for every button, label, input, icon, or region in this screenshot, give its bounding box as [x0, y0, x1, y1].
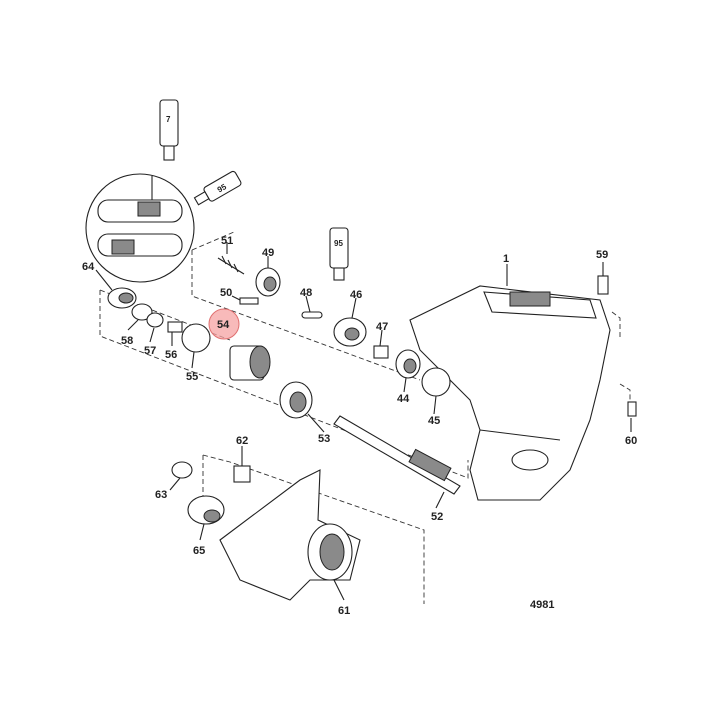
tube-label-95b: 95: [334, 239, 343, 248]
callout-1: 1: [503, 253, 509, 265]
sealant-tube-95b: 95: [329, 227, 349, 281]
callout-45: 45: [428, 415, 440, 427]
callout-60: 60: [625, 435, 637, 447]
propshaft: [333, 415, 461, 495]
callout-63: 63: [155, 489, 167, 501]
callout-58: 58: [121, 335, 133, 347]
callout-56: 56: [165, 349, 177, 361]
diagram-number: 4981: [530, 599, 554, 611]
callout-50: 50: [220, 287, 232, 299]
callout-64: 64: [82, 261, 95, 273]
sealant-tube-7: 7: [159, 99, 179, 161]
callout-49: 49: [262, 247, 274, 259]
sealant-tube-95a: 95: [193, 170, 242, 206]
gearcase-housing: [409, 285, 611, 501]
callout-55: 55: [186, 371, 198, 383]
highlight-marker: [208, 308, 240, 340]
callout-54: 54: [217, 319, 230, 331]
callout-65: 65: [193, 545, 205, 557]
small-parts: [107, 255, 637, 525]
callout-57: 57: [144, 345, 156, 357]
callout-47: 47: [376, 321, 388, 333]
callout-53: 53: [318, 433, 330, 445]
leader-lines: [95, 242, 632, 601]
callout-59: 59: [596, 249, 608, 261]
callout-62: 62: [236, 435, 248, 447]
detail-inset: [85, 173, 195, 283]
callout-44: 44: [397, 393, 410, 405]
callout-52: 52: [431, 511, 443, 523]
callout-46: 46: [350, 289, 362, 301]
tube-label-7: 7: [166, 115, 171, 124]
propeller: [219, 469, 361, 601]
gasket-detail-icon: [137, 201, 161, 217]
callout-48: 48: [300, 287, 312, 299]
callout-labels: 1 59 60 51 49 50 48 46 47 44 45 64 58 57…: [82, 235, 637, 617]
callout-61: 61: [338, 605, 350, 617]
callout-51: 51: [221, 235, 233, 247]
